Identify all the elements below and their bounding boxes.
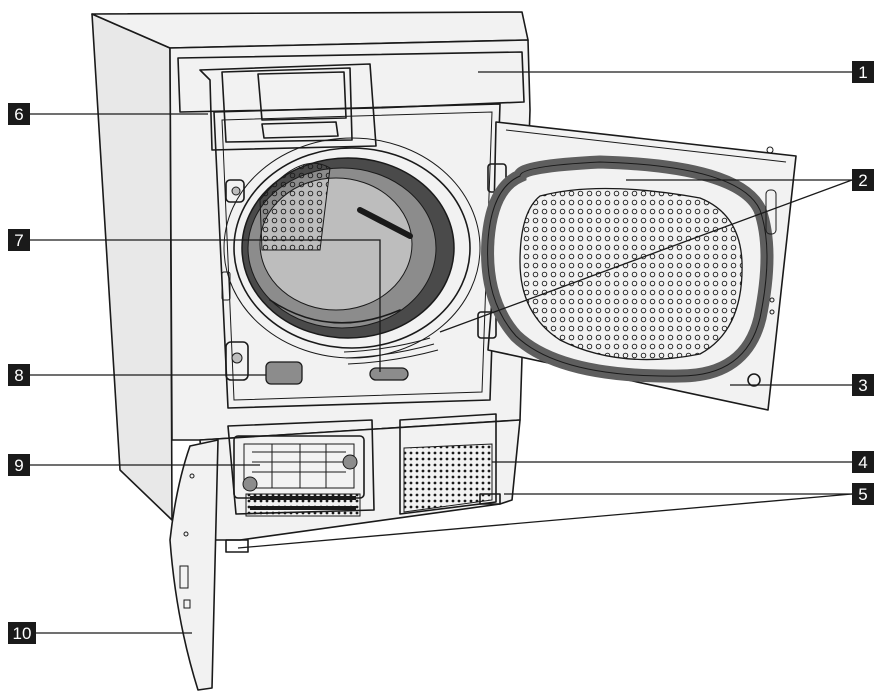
svg-text:1: 1 [858,63,867,82]
svg-text:5: 5 [858,485,867,504]
svg-text:9: 9 [14,456,23,475]
adjustable-feet [225,493,501,553]
heat-exchanger[interactable] [233,435,365,517]
svg-text:2: 2 [858,171,867,190]
door-lock-button[interactable] [369,367,409,381]
svg-text:7: 7 [14,231,23,250]
callout-5: 5 [852,483,874,505]
svg-text:3: 3 [858,376,867,395]
svg-text:10: 10 [13,624,32,643]
callout-4: 4 [852,451,874,473]
callout-10: 10 [8,622,36,644]
door-latch-recess[interactable] [265,361,303,385]
callout-8: 8 [8,364,30,386]
callout-9: 9 [8,454,30,476]
callout-6: 6 [8,103,30,125]
svg-text:4: 4 [858,453,867,472]
svg-text:6: 6 [14,105,23,124]
door[interactable] [477,121,797,411]
svg-text:8: 8 [14,366,23,385]
water-container[interactable] [199,63,377,151]
callout-7: 7 [8,229,30,251]
door-hinge-details [221,179,249,381]
air-vents [399,413,497,515]
callout-1: 1 [852,61,874,83]
heat-exchanger-cover-door[interactable] [169,439,219,691]
callout-3: 3 [852,374,874,396]
callout-2: 2 [852,169,874,191]
airflow-slots [343,337,439,365]
leader-lines [30,71,853,634]
drum [223,137,481,359]
